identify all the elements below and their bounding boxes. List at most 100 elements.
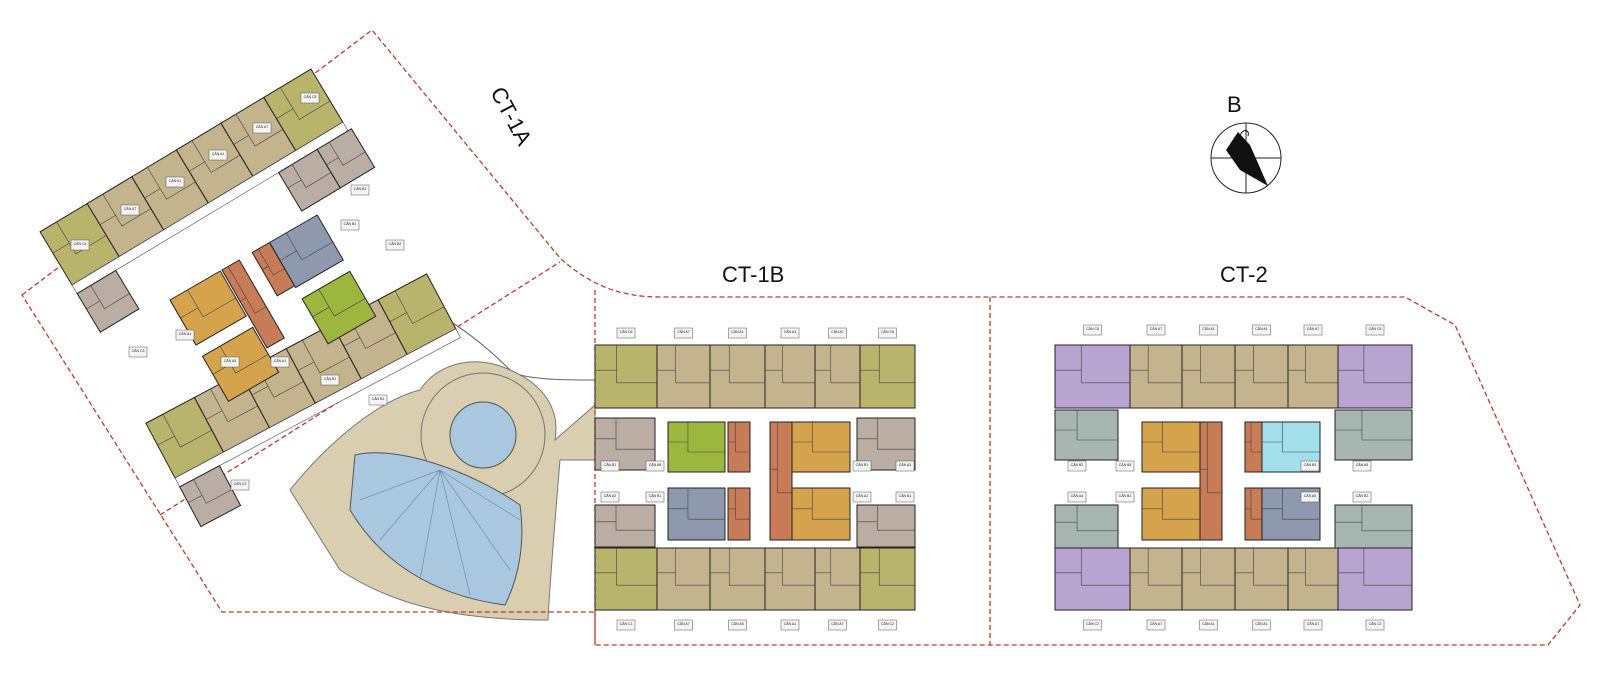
corridor (174, 328, 461, 488)
apartment-unit (814, 547, 861, 611)
unit-label: CĂN A7 (677, 330, 690, 334)
apartment-unit (1181, 547, 1236, 611)
stair-core (727, 487, 751, 541)
building-ct1b (594, 344, 916, 611)
unit-label-box (320, 374, 340, 386)
stair-core (769, 421, 793, 541)
unit-label-box (208, 149, 228, 161)
unit-label-box (340, 219, 360, 231)
apartment-unit (1054, 547, 1131, 611)
unit-label: CĂN A3 (784, 330, 797, 334)
apartment-unit (856, 504, 916, 548)
apartment-unit (1234, 547, 1289, 611)
apartment-unit (1181, 344, 1236, 409)
stair-core (1199, 421, 1223, 541)
unit-label-box (878, 327, 897, 339)
apartment-unit (594, 547, 658, 611)
unit-label: CĂN B2 (1356, 494, 1369, 498)
unit-label-box (385, 239, 405, 251)
unit-label-box (252, 122, 272, 134)
unit-label: CĂN B2 (1304, 463, 1317, 467)
unit-label-box (1199, 619, 1218, 631)
apartment-unit (709, 547, 766, 611)
unit-label-box (674, 619, 693, 631)
swimming-pool (349, 452, 523, 606)
building-ct1a (39, 68, 461, 528)
corridor (71, 121, 349, 294)
unit-label: CĂN A1 (1202, 327, 1215, 331)
unit-label: CĂN B1 (324, 377, 337, 381)
unit-label: CĂN B2 (389, 242, 402, 246)
apartment-unit (1129, 344, 1183, 409)
unit-label: CĂN C4 (74, 242, 87, 246)
unit-label: CĂN A5 (1119, 463, 1132, 467)
unit-label-box (600, 491, 620, 503)
stair-core (1244, 487, 1263, 541)
unit-label-box (1252, 324, 1271, 336)
unit-label-box (368, 394, 388, 406)
apartment-unit (1287, 547, 1339, 611)
unit-label-box (1352, 491, 1372, 503)
apartment-unit (1141, 421, 1201, 473)
unit-label-box (728, 619, 747, 631)
unit-label-box (1352, 460, 1372, 472)
unit-label: CĂN A7 (1150, 327, 1163, 331)
apartment-unit (1141, 487, 1201, 541)
apartment-unit (1287, 344, 1339, 409)
title-ct2: CT-2 (1220, 262, 1268, 287)
unit-label-box (1365, 324, 1385, 336)
apartment-unit (1054, 344, 1131, 409)
unit-label: CĂN A1 (212, 152, 225, 156)
unit-label: CĂN A1 (179, 332, 192, 336)
unit-label-box (350, 184, 370, 196)
unit-label: CĂN A1 (1255, 327, 1268, 331)
apartment-unit (709, 344, 766, 409)
unit-label-box (895, 491, 915, 503)
unit-label-box (600, 460, 620, 472)
title-ct1b: CT-1B (722, 262, 784, 287)
unit-label: CĂN A1 (274, 359, 287, 363)
apartment-unit (1054, 409, 1119, 461)
unit-label-box (878, 619, 897, 631)
unit-label-box (828, 619, 847, 631)
apartment-unit (301, 270, 377, 345)
unit-label: CĂN C5 (1369, 327, 1382, 331)
apartment-unit (594, 504, 656, 548)
north-compass-icon: B (1210, 92, 1282, 194)
unit-label-box (1115, 491, 1135, 503)
building-ct2 (1054, 344, 1413, 611)
unit-label-box (300, 92, 320, 104)
apartment-unit (201, 326, 280, 403)
unit-label-box (645, 460, 665, 472)
compass-label: B (1227, 92, 1242, 117)
unit-label-box (70, 239, 90, 251)
unit-label-box (852, 460, 872, 472)
apartment-unit (268, 214, 344, 289)
apartment-unit (1334, 409, 1413, 461)
unit-label: CĂN B1 (899, 494, 912, 498)
unit-label-box (1146, 619, 1166, 631)
unit-label: CĂN A5 (731, 622, 744, 626)
unit-label-box (1199, 324, 1218, 336)
unit-label-box (616, 619, 636, 631)
unit-label: CĂN A7 (831, 622, 844, 626)
unit-label-box (1115, 460, 1135, 472)
unit-label-box (1083, 619, 1102, 631)
unit-label: CĂN B1 (354, 187, 367, 191)
unit-label-box (1067, 491, 1087, 503)
apartment-unit (1234, 344, 1289, 409)
unit-label: CĂN C5 (304, 95, 317, 99)
apartment-unit (316, 128, 376, 189)
unit-label: CĂN A3 (899, 463, 912, 467)
unit-label: CĂN A7 (1307, 622, 1320, 626)
unit-label-box (1365, 619, 1385, 631)
unit-label: CĂN A7 (1150, 622, 1163, 626)
unit-label: CĂN A7 (256, 125, 269, 129)
unit-label: CĂN C6 (620, 330, 633, 334)
unit-label: CĂN C5 (1086, 327, 1099, 331)
apartment-unit (656, 547, 711, 611)
unit-label-box (230, 479, 250, 491)
unit-label-box (1083, 324, 1102, 336)
unit-label: CĂN A5 (1356, 463, 1369, 467)
